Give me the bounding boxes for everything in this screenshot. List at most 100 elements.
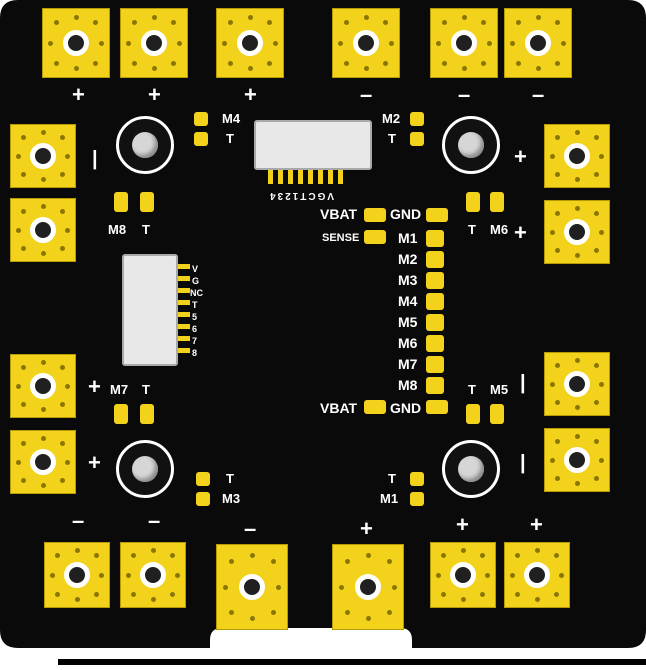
hdr-m6: M6 xyxy=(398,335,418,351)
solder-dot xyxy=(131,553,137,559)
m2-t-pad[interactable] xyxy=(410,132,424,146)
hdr-m8-pad[interactable] xyxy=(426,377,444,394)
solder-dot xyxy=(550,381,556,387)
m4-pad[interactable] xyxy=(194,112,208,126)
right-pad-4[interactable] xyxy=(544,428,610,492)
m7-pad[interactable] xyxy=(114,404,128,424)
gnd-top-pad[interactable] xyxy=(426,208,448,222)
top-connector[interactable] xyxy=(254,120,372,170)
solder-dot xyxy=(343,60,349,66)
solder-dot xyxy=(481,20,487,26)
hdr-m5-pad[interactable] xyxy=(426,314,444,331)
solder-dot xyxy=(21,402,27,408)
solder-dot xyxy=(131,20,137,26)
m5-t-pad[interactable] xyxy=(466,404,480,424)
solder-dot xyxy=(40,129,46,135)
top-pad-2[interactable] xyxy=(120,8,188,78)
solder-dot xyxy=(21,440,27,446)
m1-t-pad[interactable] xyxy=(410,472,424,486)
top-pad-5[interactable] xyxy=(430,8,498,78)
m6-t-pad[interactable] xyxy=(466,192,480,212)
solder-dot xyxy=(176,40,182,46)
hdr-m1-pad[interactable] xyxy=(426,230,444,247)
bottom-pad-1[interactable] xyxy=(44,542,110,608)
hdr-m7-pad[interactable] xyxy=(426,356,444,373)
solder-dot xyxy=(16,383,22,389)
vbat-top-pad[interactable] xyxy=(364,208,386,222)
solder-dot xyxy=(40,483,46,489)
m2-pad[interactable] xyxy=(410,112,424,126)
solder-dot xyxy=(126,40,132,46)
hdr-m2-pad[interactable] xyxy=(426,251,444,268)
solder-dot xyxy=(59,364,65,370)
solder-dot xyxy=(171,20,177,26)
top-pad-4[interactable] xyxy=(332,8,400,78)
sense-label: SENSE xyxy=(322,232,360,244)
m6-pad[interactable] xyxy=(490,192,504,212)
bottom-pad-4[interactable] xyxy=(332,544,404,630)
m1-pad[interactable] xyxy=(410,492,424,506)
left-pad-2[interactable] xyxy=(10,198,76,262)
bottom-sign-3: – xyxy=(244,516,257,541)
solder-dot xyxy=(59,172,65,178)
hdr-m4-pad[interactable] xyxy=(426,293,444,310)
mounting-hole-top-left xyxy=(116,116,174,174)
solder-dot xyxy=(365,616,371,622)
solder-dot xyxy=(222,584,228,590)
solder-dot xyxy=(228,609,234,615)
left-pad-1[interactable] xyxy=(10,124,76,188)
right-pad-3[interactable] xyxy=(544,352,610,416)
solder-dot xyxy=(21,172,27,178)
solder-dot xyxy=(55,591,61,597)
solder-dot xyxy=(574,253,580,259)
hdr-m3-pad[interactable] xyxy=(426,272,444,289)
right-pad-2[interactable] xyxy=(544,200,610,264)
solder-dot xyxy=(40,177,46,183)
solder-dot xyxy=(64,459,70,465)
m8-label: M8 xyxy=(108,222,127,237)
m5-pad[interactable] xyxy=(490,404,504,424)
solder-dot xyxy=(574,205,580,211)
m1-t-label: T xyxy=(388,471,396,486)
right-pad-1[interactable] xyxy=(544,124,610,188)
solder-dot xyxy=(486,40,492,46)
solder-dot xyxy=(555,248,561,254)
hdr-m6-pad[interactable] xyxy=(426,335,444,352)
solder-dot xyxy=(338,40,344,46)
sense-pad[interactable] xyxy=(364,230,386,244)
gnd-bottom-pad[interactable] xyxy=(426,400,448,414)
top-pad-6[interactable] xyxy=(504,8,572,78)
bottom-pad-3[interactable] xyxy=(216,544,288,630)
solder-dot xyxy=(535,66,541,72)
solder-dot xyxy=(461,66,467,72)
m3-t-pad[interactable] xyxy=(196,472,210,486)
bottom-pad-5[interactable] xyxy=(430,542,496,608)
solder-dot xyxy=(150,596,156,602)
solder-dot xyxy=(227,20,233,26)
top-pad-3[interactable] xyxy=(216,8,284,78)
solder-dot xyxy=(74,596,80,602)
solder-dot xyxy=(481,60,487,66)
solder-dot xyxy=(574,405,580,411)
solder-dot xyxy=(247,66,253,72)
solder-dot xyxy=(555,20,561,26)
top-pad-1[interactable] xyxy=(42,8,110,78)
m8-pad[interactable] xyxy=(114,192,128,212)
solder-dot xyxy=(383,20,389,26)
m4-t-pad[interactable] xyxy=(194,132,208,146)
vbat-bottom-pad[interactable] xyxy=(364,400,386,414)
bottom-pad-2[interactable] xyxy=(120,542,186,608)
m7-t-pad[interactable] xyxy=(140,404,154,424)
left-connector[interactable] xyxy=(122,254,178,366)
m3-pad[interactable] xyxy=(196,492,210,506)
solder-dot xyxy=(593,476,599,482)
solder-dot xyxy=(555,438,561,444)
left-pad-3[interactable] xyxy=(10,354,76,418)
solder-dot xyxy=(249,552,255,558)
solder-dot xyxy=(574,177,580,183)
solder-dot xyxy=(169,591,175,597)
left-pad-4[interactable] xyxy=(10,430,76,494)
solder-dot xyxy=(593,400,599,406)
bottom-pad-6[interactable] xyxy=(504,542,570,608)
m8-t-pad[interactable] xyxy=(140,192,154,212)
